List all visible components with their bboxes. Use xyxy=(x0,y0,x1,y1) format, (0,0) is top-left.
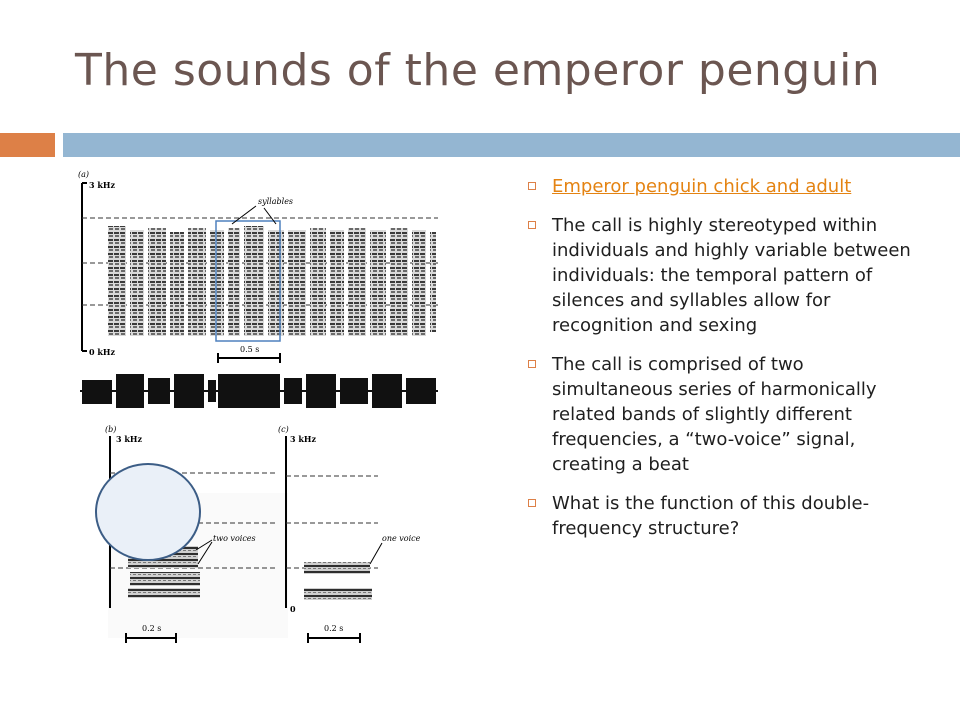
bullet-text: The call is highly stereotyped within in… xyxy=(552,215,911,336)
bullet-text: The call is comprised of two simultaneou… xyxy=(552,354,877,475)
highlight-oval xyxy=(95,463,201,561)
panel-a-label: (a) xyxy=(78,170,89,179)
accent-bar-blue xyxy=(63,133,960,157)
panel-c-bottom-freq: 0 xyxy=(290,604,296,614)
video-link[interactable]: Emperor penguin chick and adult xyxy=(552,176,852,197)
panel-a-top-freq: 3 kHz xyxy=(89,180,115,190)
waveform xyxy=(80,374,438,408)
panel-b-scale: 0.2 s xyxy=(142,624,161,633)
panel-b: (b) 3 kHz 0 two voices 0.2 s xyxy=(95,425,288,643)
slide-title: The sounds of the emperor penguin xyxy=(75,45,881,96)
bullet-square-icon xyxy=(528,221,536,229)
bullet-item: The call is highly stereotyped within in… xyxy=(528,213,928,338)
panel-c-top-freq: 3 kHz xyxy=(290,434,316,444)
spectrogram-syllables xyxy=(108,226,436,336)
bullet-item: What is the function of this double-freq… xyxy=(528,491,928,541)
panel-c-annotation: one voice xyxy=(382,534,421,543)
accent-bar-orange xyxy=(0,133,55,157)
panel-a: (a) 3 kHz 0 kHz xyxy=(78,170,438,363)
panel-b-top-freq: 3 kHz xyxy=(116,434,142,444)
panel-a-bottom-freq: 0 kHz xyxy=(89,347,115,357)
panel-c-label: (c) xyxy=(278,425,289,434)
panel-c: (c) 3 kHz 0 one voice 0.2 s xyxy=(278,425,421,643)
bullet-square-icon xyxy=(528,499,536,507)
bullet-list: Emperor penguin chick and adult The call… xyxy=(528,174,928,555)
bullet-item-link: Emperor penguin chick and adult xyxy=(528,174,928,199)
bullet-square-icon xyxy=(528,182,536,190)
bullet-square-icon xyxy=(528,360,536,368)
panel-a-scale: 0.5 s xyxy=(240,345,259,354)
panel-c-scale: 0.2 s xyxy=(324,624,343,633)
panel-a-annotation: syllables xyxy=(258,197,293,206)
spectrogram-figure: (a) 3 kHz 0 kHz xyxy=(78,170,438,643)
bullet-item: The call is comprised of two simultaneou… xyxy=(528,352,928,477)
panel-b-label: (b) xyxy=(105,425,116,434)
panel-b-annotation: two voices xyxy=(213,534,256,543)
bullet-text: What is the function of this double-freq… xyxy=(552,493,870,539)
